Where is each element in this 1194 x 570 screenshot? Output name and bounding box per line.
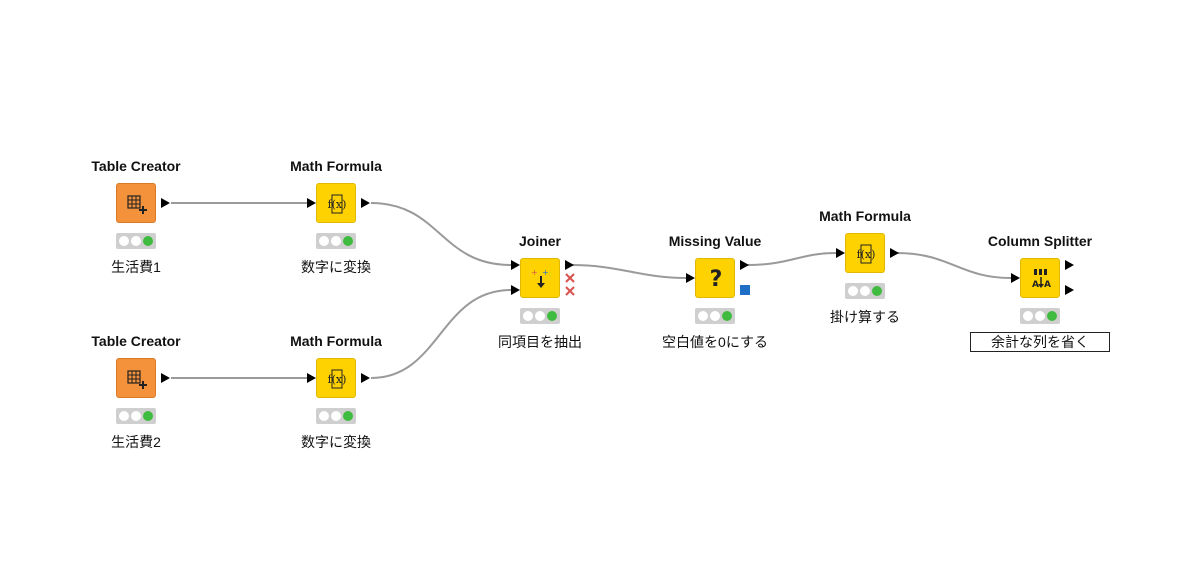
node-math-formula-3[interactable]: Math Formula f(x) 掛け算する: [785, 208, 945, 348]
svg-text:f(x): f(x): [857, 248, 876, 261]
node-title: Math Formula: [819, 208, 911, 224]
output-port[interactable]: [161, 198, 170, 208]
node-title: Table Creator: [91, 333, 181, 349]
node-icon-box[interactable]: ?: [695, 258, 735, 298]
column-splitter-icon: A A: [1021, 259, 1061, 299]
status-light: [845, 283, 885, 299]
node-title: Column Splitter: [987, 233, 1093, 249]
input-port[interactable]: [686, 273, 695, 283]
status-light: [1020, 308, 1060, 324]
output-port-left-unmatched-icon[interactable]: [565, 273, 575, 283]
node-title: Math Formula: [290, 333, 382, 349]
svg-text:A: A: [1032, 280, 1039, 290]
math-formula-icon: f(x): [317, 359, 357, 399]
node-title: Math Formula: [290, 158, 382, 174]
node-label[interactable]: 生活費2: [111, 434, 161, 450]
input-port[interactable]: [1011, 273, 1020, 283]
node-label[interactable]: 同項目を抽出: [498, 334, 582, 350]
svg-text:f(x): f(x): [328, 198, 347, 211]
node-icon-box[interactable]: A A: [1020, 258, 1060, 298]
node-label[interactable]: 数字に変換: [301, 259, 371, 275]
svg-text:+: +: [531, 268, 538, 277]
math-formula-icon: f(x): [317, 184, 357, 224]
connection-joiner-missingvalue[interactable]: [570, 264, 687, 279]
connection-mf3-columnsplitter[interactable]: [896, 252, 1012, 279]
node-title: Joiner: [518, 233, 561, 249]
node-icon-box[interactable]: [116, 358, 156, 398]
question-mark-icon: ?: [709, 266, 723, 292]
node-math-formula-2[interactable]: Math Formula f(x) 数字に変換: [256, 333, 416, 473]
input-port[interactable]: [307, 198, 316, 208]
output-port-right-unmatched-icon[interactable]: [565, 286, 575, 296]
output-port-matches[interactable]: [565, 260, 574, 270]
node-label[interactable]: 掛け算する: [830, 309, 900, 325]
svg-text:+: +: [542, 268, 549, 277]
table-creator-icon: [117, 359, 157, 399]
output-port[interactable]: [161, 373, 170, 383]
status-light: [695, 308, 735, 324]
pmml-output-port[interactable]: [740, 285, 750, 295]
input-port-right[interactable]: [511, 285, 520, 295]
node-table-creator-1[interactable]: Table Creator 生活費1: [56, 158, 216, 298]
node-table-creator-2[interactable]: Table Creator 生活費2: [56, 333, 216, 473]
node-label[interactable]: 生活費1: [111, 259, 161, 275]
output-port[interactable]: [361, 373, 370, 383]
output-port-top[interactable]: [1065, 260, 1074, 270]
node-label-editing[interactable]: 余計な列を省く: [960, 332, 1120, 352]
status-light: [116, 233, 156, 249]
input-port[interactable]: [836, 248, 845, 258]
node-column-splitter[interactable]: Column Splitter A A 余計な列を省く: [960, 233, 1120, 373]
status-light: [520, 308, 560, 324]
input-port-left[interactable]: [511, 260, 520, 270]
node-math-formula-1[interactable]: Math Formula f(x) 数字に変換: [256, 158, 416, 298]
node-icon-box[interactable]: [116, 183, 156, 223]
node-icon-box[interactable]: f(x): [316, 358, 356, 398]
connection-mf2-joiner[interactable]: [370, 289, 512, 379]
node-icon-box[interactable]: + +: [520, 258, 560, 298]
node-icon-box[interactable]: f(x): [845, 233, 885, 273]
node-label-text[interactable]: 余計な列を省く: [970, 332, 1110, 352]
math-formula-icon: f(x): [846, 234, 886, 274]
node-label[interactable]: 空白値を0にする: [662, 334, 768, 350]
svg-text:f(x): f(x): [328, 373, 347, 386]
status-light: [116, 408, 156, 424]
node-missing-value[interactable]: Missing Value ? 空白値を0にする: [635, 233, 795, 373]
svg-text:A: A: [1044, 280, 1051, 290]
output-port[interactable]: [361, 198, 370, 208]
node-label[interactable]: 数字に変換: [301, 434, 371, 450]
joiner-icon: + +: [521, 259, 561, 299]
status-light: [316, 408, 356, 424]
node-icon-box[interactable]: f(x): [316, 183, 356, 223]
node-title: Missing Value: [668, 233, 762, 249]
output-port[interactable]: [740, 260, 749, 270]
connection-missingvalue-mf3[interactable]: [746, 252, 837, 266]
table-creator-icon: [117, 184, 157, 224]
node-joiner[interactable]: Joiner + + 同項目を抽出: [460, 233, 620, 373]
input-port[interactable]: [307, 373, 316, 383]
output-port[interactable]: [890, 248, 899, 258]
status-light: [316, 233, 356, 249]
node-title: Table Creator: [91, 158, 181, 174]
connection-mf1-joiner[interactable]: [370, 202, 512, 266]
output-port-bottom[interactable]: [1065, 285, 1074, 295]
